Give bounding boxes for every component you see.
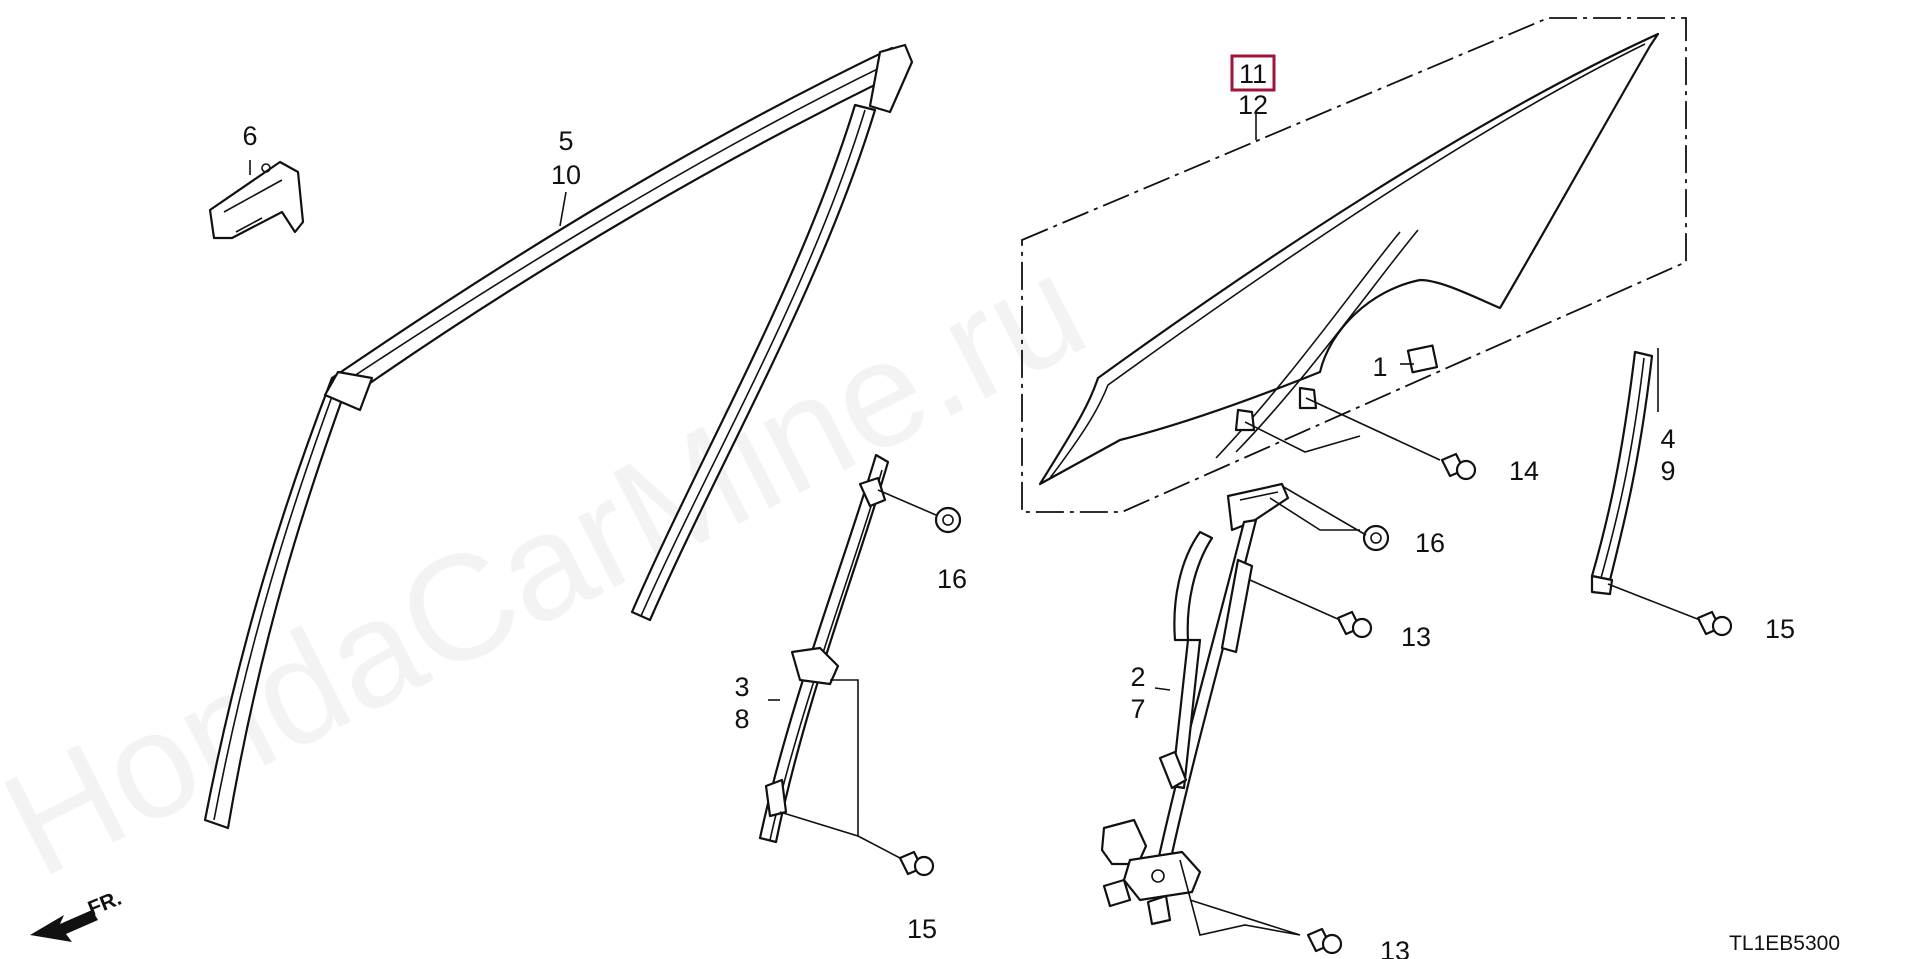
callout-8: 8 <box>734 704 749 734</box>
bolt-14[interactable] <box>1440 452 1477 481</box>
callout-16-right: 16 <box>1415 528 1445 558</box>
door-glass-part[interactable] <box>1038 32 1660 486</box>
callout-16-left: 16 <box>937 564 967 594</box>
callout-15-left: 15 <box>907 914 937 944</box>
callout-11-highlight-box <box>1230 54 1276 92</box>
callout-13-upper: 13 <box>1401 622 1431 652</box>
callout-6: 6 <box>242 121 257 151</box>
callout-10: 10 <box>551 160 581 190</box>
bolt-13-lower[interactable] <box>1306 927 1343 955</box>
callout-5: 5 <box>558 126 573 156</box>
callout-4: 4 <box>1660 424 1675 454</box>
bracket-clip-part[interactable] <box>208 160 305 240</box>
front-arrow-icon <box>30 910 98 942</box>
nut-16-left[interactable] <box>934 506 962 534</box>
callout-12: 12 <box>1238 90 1268 120</box>
callout-3: 3 <box>734 672 749 702</box>
leader-lines <box>249 110 1701 936</box>
callout-2: 2 <box>1130 662 1145 692</box>
direction-label: FR. <box>85 887 125 921</box>
callout-1: 1 <box>1372 352 1387 382</box>
rear-sash-channel-part[interactable] <box>1590 350 1654 596</box>
callout-13-lower: 13 <box>1380 936 1410 959</box>
callout-9: 9 <box>1660 456 1675 486</box>
rear-channel-part[interactable] <box>758 453 890 844</box>
callout-11[interactable]: 11 <box>1239 59 1267 89</box>
bolt-15-left[interactable] <box>898 850 935 877</box>
nut-16-right[interactable] <box>1362 524 1390 552</box>
bolt-15-right[interactable] <box>1696 610 1733 637</box>
callout-7: 7 <box>1130 694 1145 724</box>
diagram-code: TL1EB5300 <box>1729 932 1840 955</box>
callout-14: 14 <box>1509 456 1539 486</box>
callout-15-right: 15 <box>1765 614 1795 644</box>
bolt-13-upper[interactable] <box>1336 610 1373 639</box>
run-channel-part[interactable] <box>203 43 914 830</box>
